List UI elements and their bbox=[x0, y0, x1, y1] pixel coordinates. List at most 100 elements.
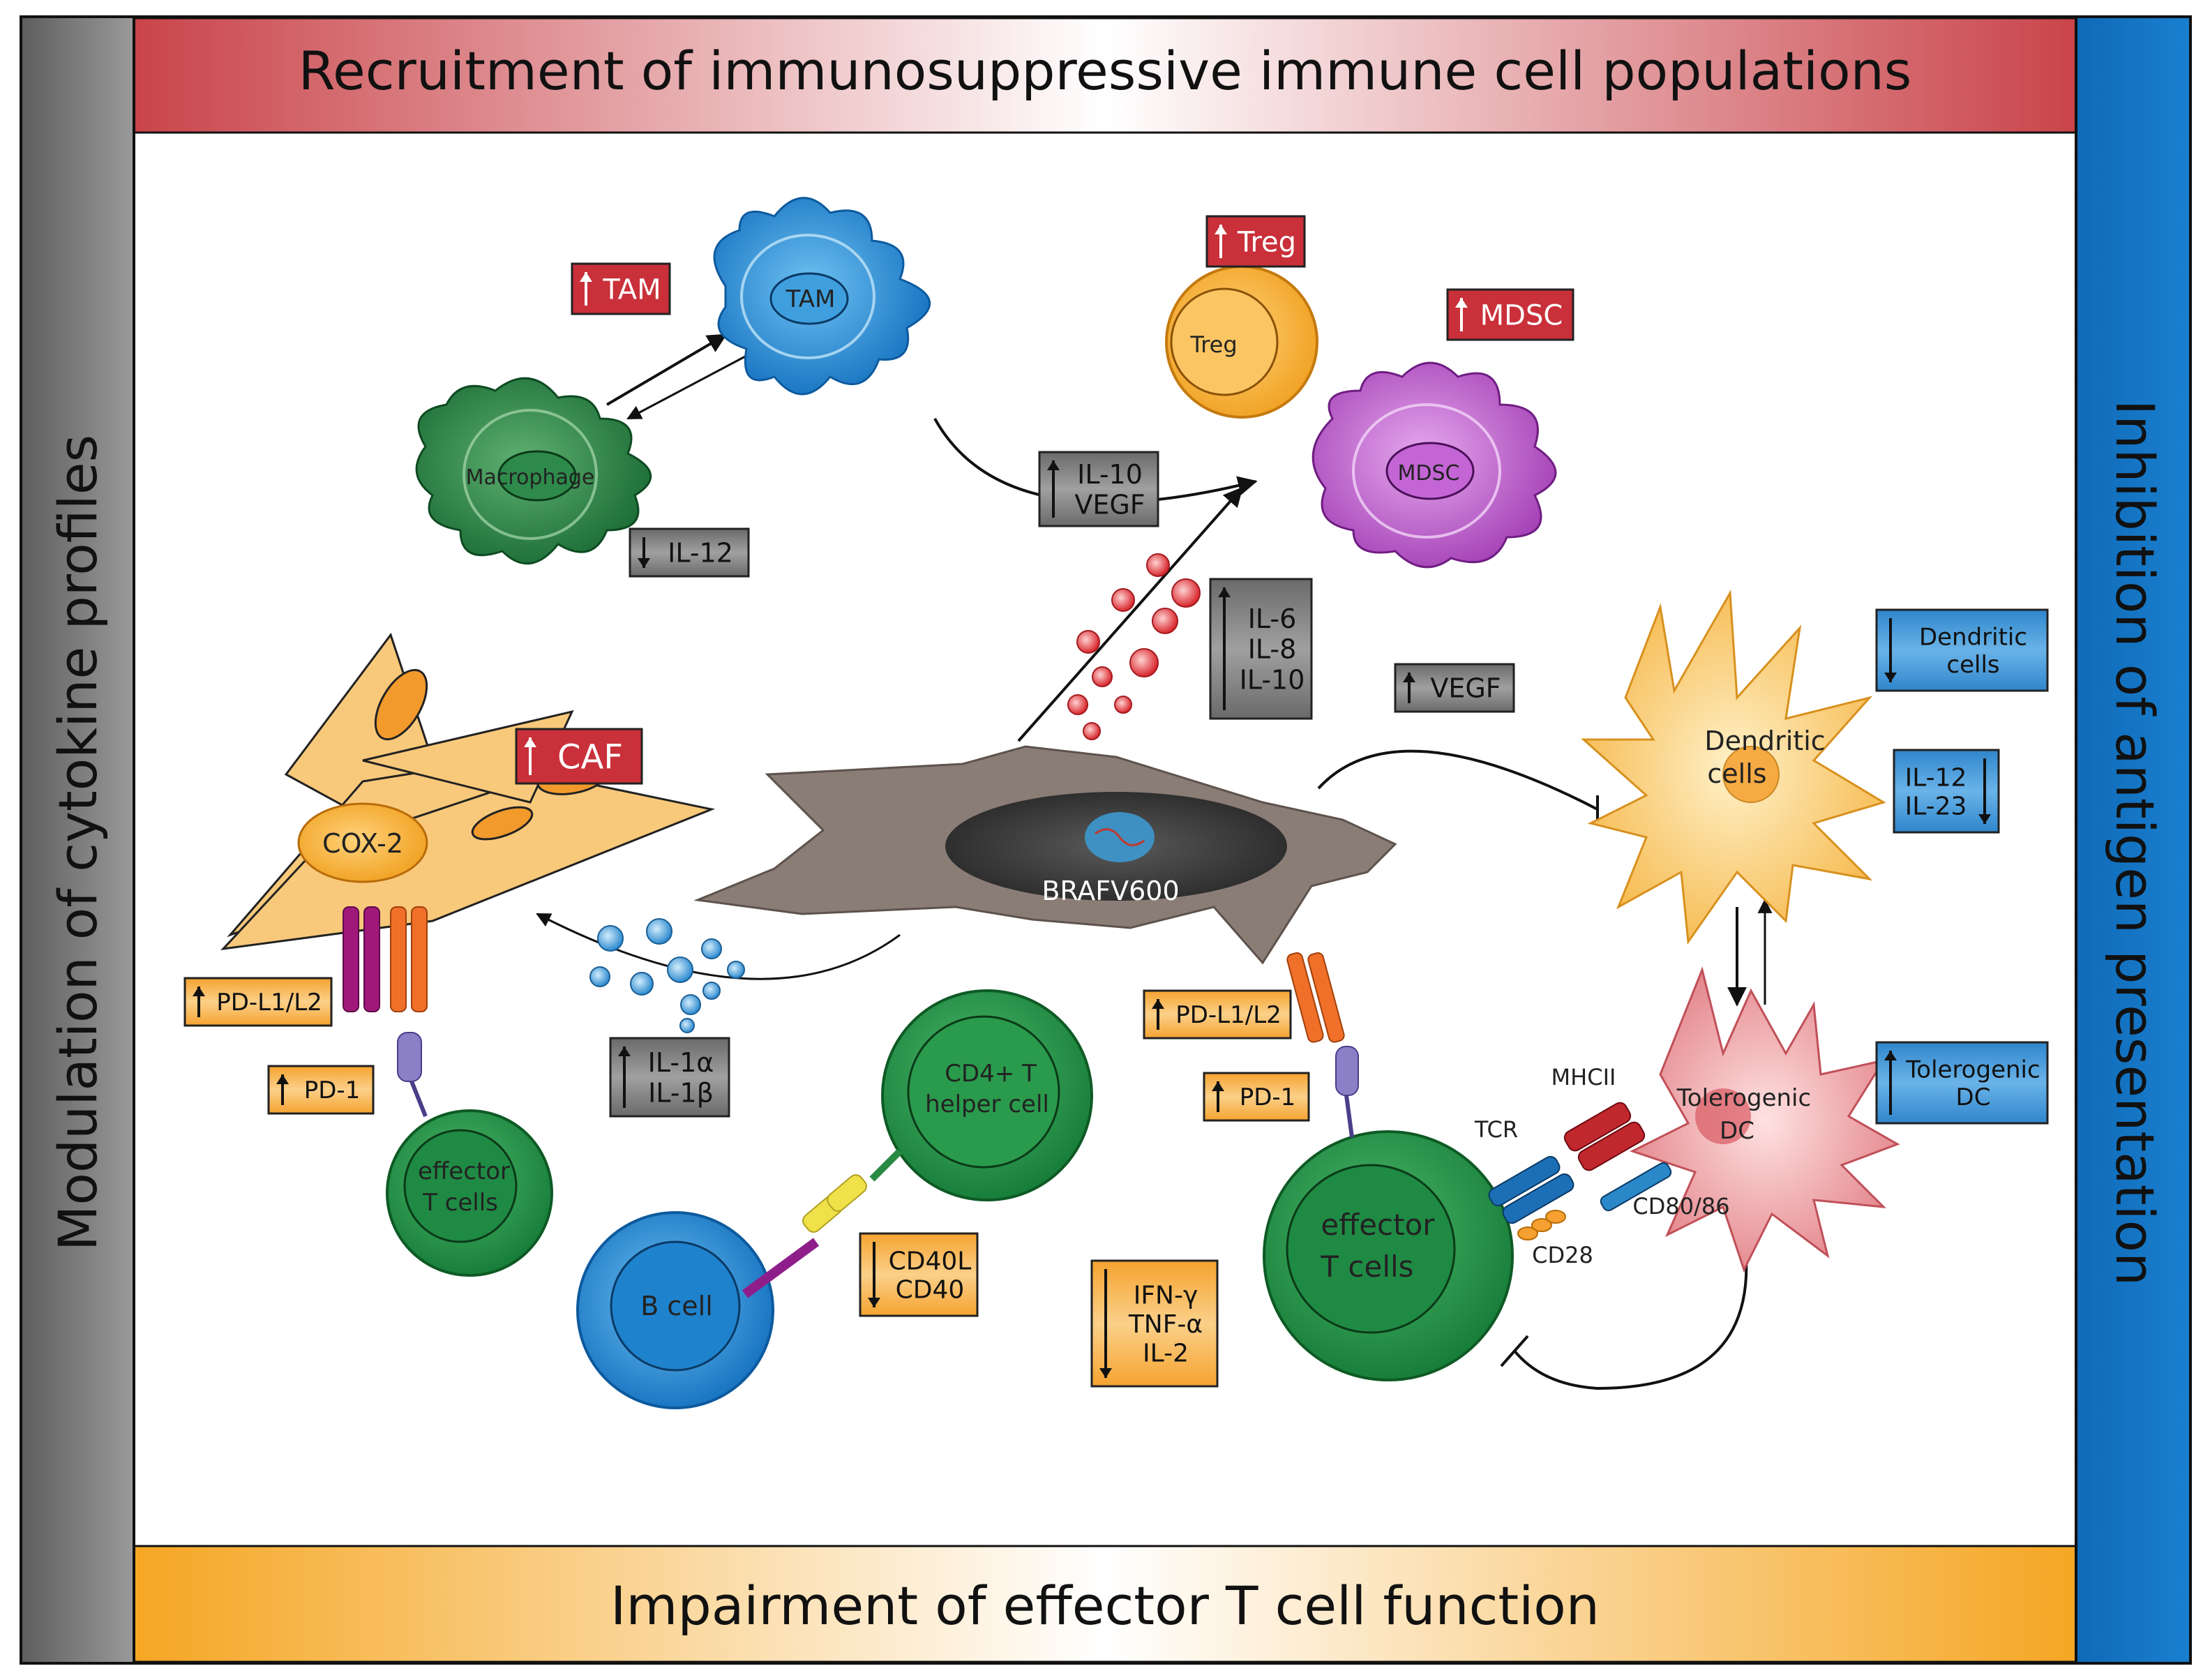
indicator-text: PD-L1/L2 bbox=[1175, 1001, 1281, 1029]
indicator-text: Tolerogenic bbox=[1905, 1056, 2040, 1084]
indicator-text: DC bbox=[1956, 1083, 1991, 1111]
indicator-text: IL-10 bbox=[1240, 664, 1305, 695]
effector-right-label-2: T cells bbox=[1320, 1250, 1413, 1284]
down-arrow-icon bbox=[1978, 814, 1991, 824]
indicator-text: IL-12 bbox=[668, 538, 733, 569]
cd28-label: CD28 bbox=[1532, 1242, 1593, 1268]
indicator-text: IL-2 bbox=[1143, 1339, 1189, 1367]
indicator-vegf-up: VEGF bbox=[1394, 663, 1515, 713]
top-banner-title: Recruitment of immunosuppressive immune … bbox=[299, 40, 1912, 102]
dendritic-label-2: cells bbox=[1707, 758, 1766, 789]
indicator-pd1-right-up: PD-1 bbox=[1203, 1072, 1310, 1122]
indicator-text: PD-L1/L2 bbox=[216, 989, 322, 1017]
cox2-label: COX-2 bbox=[322, 828, 403, 859]
tolerogenic-label-2: DC bbox=[1720, 1117, 1754, 1145]
red-cytokine-particles bbox=[1067, 553, 1201, 740]
tolerogenic-dc-cell bbox=[1630, 966, 1900, 1273]
cd80-86-label: CD80/86 bbox=[1632, 1193, 1729, 1220]
indicator-text: TNF-α bbox=[1128, 1310, 1203, 1339]
indicator-pd1-left-up: PD-1 bbox=[267, 1065, 375, 1115]
indicator-text: cells bbox=[1946, 651, 1999, 679]
up-arrow-icon bbox=[1212, 1081, 1224, 1091]
bottom-banner bbox=[133, 1545, 2077, 1663]
indicator-text: CAF bbox=[557, 737, 623, 777]
up-arrow-icon bbox=[618, 1047, 631, 1056]
bottom-banner-title: Impairment of effector T cell function bbox=[610, 1575, 1600, 1637]
indicator-text: IL-10 bbox=[1077, 459, 1143, 490]
down-arrow-icon bbox=[868, 1298, 880, 1307]
indicator-text: CD40L bbox=[889, 1247, 972, 1275]
up-arrow-icon bbox=[524, 737, 536, 747]
left-banner bbox=[22, 18, 134, 1662]
indicator-il12-down: IL-12 bbox=[629, 527, 750, 578]
indicator-text: IL-23 bbox=[1905, 793, 1967, 821]
left-banner-title: Modulation of cytokine profiles bbox=[47, 435, 109, 1251]
indicator-text: IFN-γ bbox=[1134, 1282, 1198, 1310]
cd4-label-1: CD4+ T bbox=[945, 1060, 1037, 1088]
up-arrow-icon bbox=[1218, 587, 1231, 597]
indicator-text: IL-8 bbox=[1248, 634, 1297, 665]
tumor-label: BRAFV600 bbox=[1042, 876, 1179, 906]
macrophage-label: Macrophage bbox=[466, 465, 595, 490]
cox2-organelle bbox=[297, 802, 428, 883]
b-cell-label: B cell bbox=[640, 1291, 713, 1321]
up-arrow-icon bbox=[1047, 460, 1060, 470]
indicator-boxes: TAMTregMDSCCAFIL-12IL-10VEGFIL-6IL-8IL-1… bbox=[183, 215, 2049, 1388]
receptors bbox=[343, 906, 1672, 1298]
up-arrow-icon bbox=[1215, 225, 1227, 234]
indicator-mdsc-up: MDSC bbox=[1446, 288, 1574, 341]
indicator-pdl1-right-up: PD-L1/L2 bbox=[1143, 989, 1292, 1040]
up-arrow-icon bbox=[1884, 1051, 1897, 1060]
indicator-text: IL-6 bbox=[1248, 603, 1297, 634]
indicator-text: PD-1 bbox=[1240, 1083, 1296, 1111]
blue-cytokine-particles bbox=[589, 918, 745, 1033]
up-arrow-icon bbox=[1455, 298, 1468, 308]
up-arrow-icon bbox=[1152, 999, 1164, 1009]
up-arrow-icon bbox=[276, 1074, 289, 1084]
arrows bbox=[536, 333, 1773, 1390]
tolerogenic-label-1: Tolerogenic bbox=[1676, 1084, 1811, 1112]
right-banner bbox=[2076, 18, 2189, 1662]
indicator-text: IL-1α bbox=[648, 1047, 714, 1078]
indicator-text: VEGF bbox=[1430, 673, 1501, 704]
indicator-pdl1-left-up: PD-L1/L2 bbox=[183, 977, 333, 1027]
down-arrow-icon bbox=[1884, 673, 1897, 682]
mdsc-label: MDSC bbox=[1398, 461, 1460, 486]
indicator-tam-up: TAM bbox=[571, 262, 671, 315]
indicator-text: VEGF bbox=[1074, 490, 1145, 520]
indicator-il6-8-10-up: IL-6IL-8IL-10 bbox=[1209, 578, 1313, 720]
up-arrow-icon bbox=[193, 987, 205, 996]
indicator-text: PD-1 bbox=[304, 1077, 361, 1104]
right-banner-title: Inhibition of antigen presentation bbox=[2104, 400, 2166, 1286]
down-arrow-icon bbox=[638, 558, 650, 568]
effector-right-label-1: effector bbox=[1321, 1208, 1435, 1242]
tcr-label: TCR bbox=[1474, 1116, 1518, 1143]
indicator-text: Dendritic bbox=[1919, 624, 2027, 652]
cd4-label-2: helper cell bbox=[925, 1090, 1049, 1118]
mhcii-label: MHCII bbox=[1551, 1064, 1616, 1090]
effector-left-label-2: T cells bbox=[422, 1189, 498, 1217]
up-arrow-icon bbox=[1403, 673, 1415, 682]
treg-label: Treg bbox=[1189, 331, 1237, 358]
indicator-text: IL-1β bbox=[648, 1078, 714, 1109]
indicator-caf-up: CAF bbox=[515, 728, 643, 785]
up-arrow-icon bbox=[580, 272, 592, 282]
dendritic-label-1: Dendritic bbox=[1704, 726, 1825, 756]
tam-label: TAM bbox=[785, 285, 836, 313]
indicator-text: IL-12 bbox=[1905, 763, 1967, 792]
indicator-text: MDSC bbox=[1480, 299, 1563, 331]
indicator-text: Treg bbox=[1237, 226, 1296, 258]
indicator-treg-up: Treg bbox=[1205, 215, 1306, 268]
effector-left-label-1: effector bbox=[418, 1157, 510, 1185]
indicator-text: CD40 bbox=[896, 1276, 965, 1305]
down-arrow-icon bbox=[1099, 1368, 1112, 1378]
indicator-text: TAM bbox=[602, 273, 661, 306]
